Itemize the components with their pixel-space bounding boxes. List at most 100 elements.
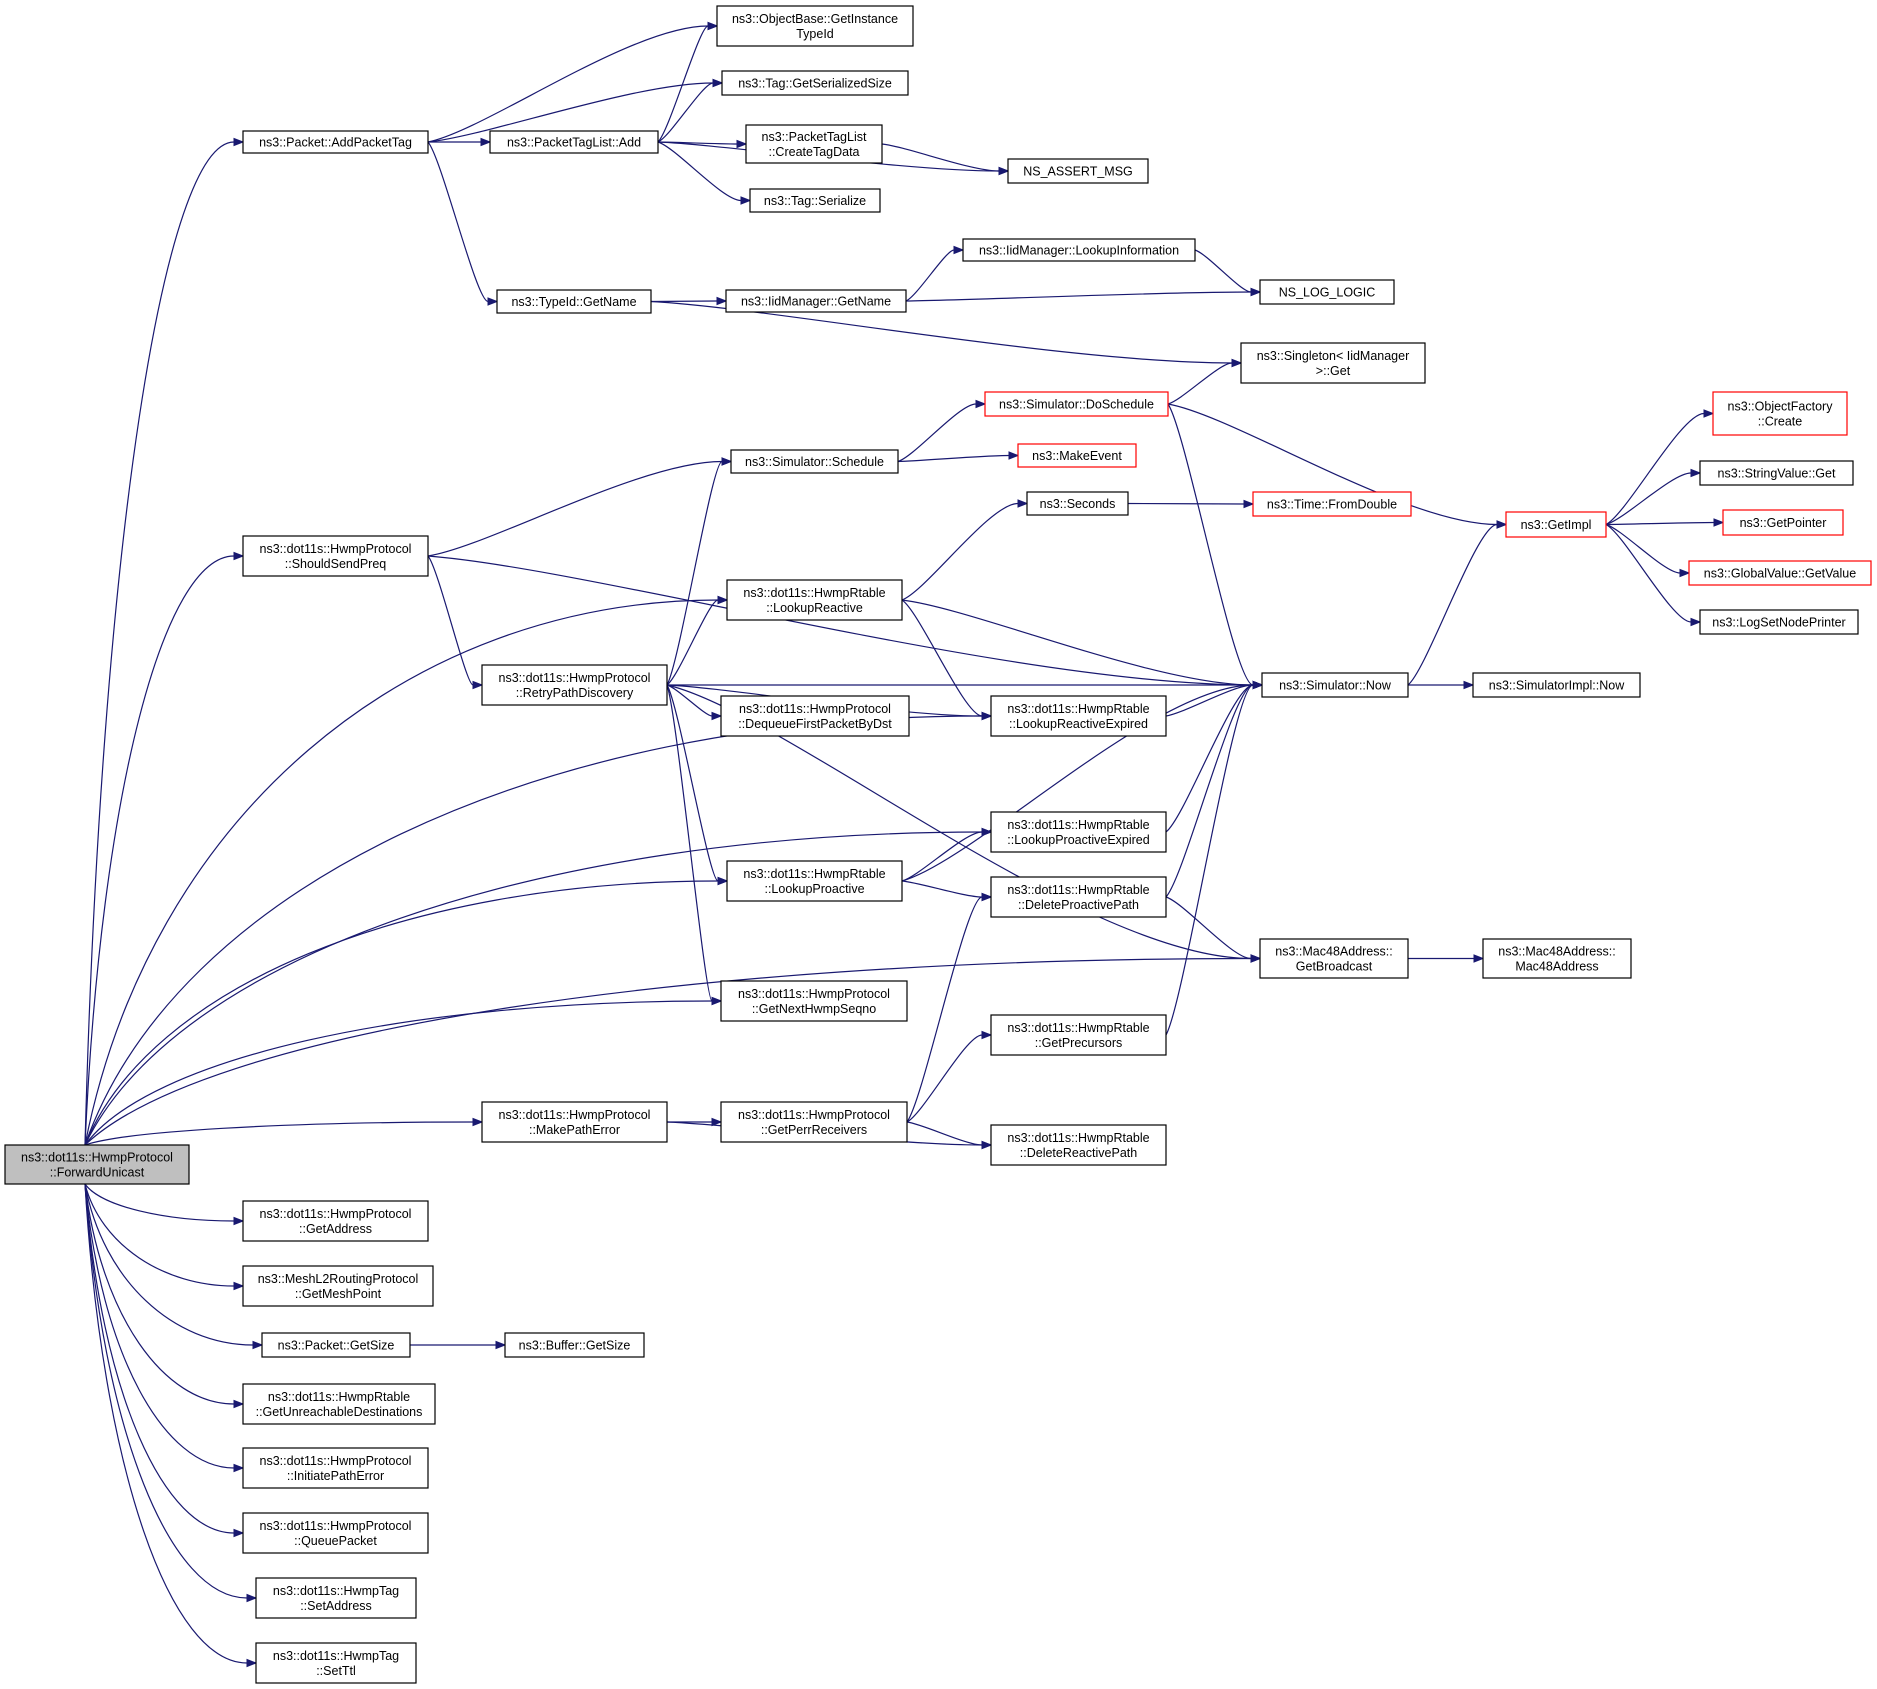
edge-line <box>1194 249 1252 293</box>
node-shouldsend[interactable]: ns3::dot11s::HwmpProtocol::ShouldSendPre… <box>242 535 429 577</box>
edge-line <box>1167 362 1233 405</box>
node-label: ns3::dot11s::HwmpProtocol <box>260 1207 412 1221</box>
edge-line <box>1167 403 1254 686</box>
node-loglogic[interactable]: NS_LOG_LOGIC <box>1259 279 1395 305</box>
node-lookupproexp[interactable]: ns3::dot11s::HwmpRtable::LookupProactive… <box>990 811 1167 853</box>
node-label: ::RetryPathDiscovery <box>516 686 634 700</box>
node-seconds[interactable]: ns3::Seconds <box>1026 491 1129 516</box>
node-tagser[interactable]: ns3::Tag::GetSerializedSize <box>721 70 909 96</box>
node-label: ns3::dot11s::HwmpRtable <box>1007 883 1149 897</box>
edge-typename-iidname <box>650 296 728 306</box>
node-singleton[interactable]: ns3::Singleton< IidManager>::Get <box>1240 342 1426 384</box>
edge-fwd-addpkt <box>84 137 245 1146</box>
node-box <box>990 1124 1167 1166</box>
node-box <box>481 664 668 706</box>
node-box <box>242 1512 429 1554</box>
node-label: ns3::dot11s::HwmpTag <box>273 1584 399 1598</box>
node-setttl[interactable]: ns3::dot11s::HwmpTag::SetTtl <box>255 1642 417 1684</box>
node-box <box>242 1265 434 1307</box>
node-bcast[interactable]: ns3::Mac48Address::GetBroadcast <box>1259 938 1409 979</box>
node-dosched[interactable]: ns3::Simulator::DoSchedule <box>984 391 1169 417</box>
node-initerr[interactable]: ns3::dot11s::HwmpProtocol::InitiatePathE… <box>242 1447 429 1489</box>
node-objfact[interactable]: ns3::ObjectFactory::Create <box>1712 391 1848 436</box>
node-label: >::Get <box>1316 364 1351 378</box>
node-typename[interactable]: ns3::TypeId::GetName <box>496 289 652 314</box>
edge-fwd-shouldsend <box>84 551 245 1146</box>
node-getimpl[interactable]: ns3::GetImpl <box>1505 511 1607 538</box>
edge-retry-nextseq <box>666 684 723 1006</box>
node-label: ns3::GlobalValue::GetValue <box>1704 567 1856 581</box>
node-iidname[interactable]: ns3::IidManager::GetName <box>725 289 907 313</box>
node-precursors[interactable]: ns3::dot11s::HwmpRtable::GetPrecursors <box>990 1014 1167 1056</box>
edge-shouldsend-schedule <box>427 457 733 557</box>
edge-line <box>1407 523 1498 686</box>
edge-line <box>666 684 713 717</box>
node-setaddr[interactable]: ns3::dot11s::HwmpTag::SetAddress <box>255 1577 417 1619</box>
node-nextseq[interactable]: ns3::dot11s::HwmpProtocol::GetNextHwmpSe… <box>720 980 908 1022</box>
node-makeerr[interactable]: ns3::dot11s::HwmpProtocol::MakePathError <box>481 1101 668 1143</box>
edge-arrowhead <box>717 876 729 886</box>
node-label: ns3::dot11s::HwmpTag <box>273 1649 399 1663</box>
node-makeevent[interactable]: ns3::MakeEvent <box>1017 443 1137 468</box>
node-label: NS_LOG_LOGIC <box>1279 286 1376 300</box>
edge-arrowhead <box>1250 287 1262 297</box>
node-getaddr[interactable]: ns3::dot11s::HwmpProtocol::GetAddress <box>242 1200 429 1242</box>
node-lookuppro[interactable]: ns3::dot11s::HwmpRtable::LookupProactive <box>726 860 903 902</box>
node-delreact[interactable]: ns3::dot11s::HwmpRtable::DeleteReactiveP… <box>990 1124 1167 1166</box>
node-label: ::DeleteProactivePath <box>1018 898 1139 912</box>
node-pktsize[interactable]: ns3::Packet::GetSize <box>261 1332 411 1358</box>
edge-arrowhead <box>495 1340 507 1350</box>
node-label: ns3::dot11s::HwmpProtocol <box>499 671 651 685</box>
node-label: ns3::MakeEvent <box>1032 449 1122 463</box>
edge-fwd-meshpoint <box>84 1183 245 1291</box>
edge-line <box>901 502 1019 601</box>
edge-line <box>1605 521 1715 526</box>
node-box <box>504 1332 645 1358</box>
edge-perr-precursors <box>906 1030 993 1123</box>
edge-addpkt-getinst <box>427 21 719 143</box>
node-tagserialize[interactable]: ns3::Tag::Serialize <box>749 188 881 213</box>
node-getpointer[interactable]: ns3::GetPointer <box>1722 509 1844 536</box>
node-meshpoint[interactable]: ns3::MeshL2RoutingProtocol::GetMeshPoint <box>242 1265 434 1307</box>
node-box <box>1472 672 1641 698</box>
edge-dosched-now <box>1167 403 1264 690</box>
node-label: ::LookupReactiveExpired <box>1009 717 1148 731</box>
edge-line <box>897 454 1010 463</box>
node-lognode[interactable]: ns3::LogSetNodePrinter <box>1699 609 1859 635</box>
node-mac48[interactable]: ns3::Mac48Address::Mac48Address <box>1482 938 1632 979</box>
edge-line <box>427 555 1254 686</box>
edge-now-getimpl <box>1407 520 1508 686</box>
node-dequeue[interactable]: ns3::dot11s::HwmpProtocol::DequeueFirstP… <box>720 695 910 737</box>
node-schedule[interactable]: ns3::Simulator::Schedule <box>730 449 899 474</box>
node-label: ::DequeueFirstPacketByDst <box>738 717 892 731</box>
node-lookupinfo[interactable]: ns3::IidManager::LookupInformation <box>962 238 1196 262</box>
node-delpro[interactable]: ns3::dot11s::HwmpRtable::DeleteProactive… <box>990 876 1167 918</box>
node-globalval[interactable]: ns3::GlobalValue::GetValue <box>1688 560 1872 586</box>
node-implnow[interactable]: ns3::SimulatorImpl::Now <box>1472 672 1641 698</box>
node-stringget[interactable]: ns3::StringValue::Get <box>1699 460 1854 486</box>
node-assert[interactable]: NS_ASSERT_MSG <box>1007 158 1149 184</box>
node-lookupreactive[interactable]: ns3::dot11s::HwmpRtable::LookupReactive <box>726 579 903 621</box>
edge-arrowhead <box>981 711 993 721</box>
node-fromdouble[interactable]: ns3::Time::FromDouble <box>1252 491 1412 517</box>
edge-fwd-pktsize <box>84 1183 264 1350</box>
edge-line <box>84 555 235 1146</box>
node-now[interactable]: ns3::Simulator::Now <box>1261 672 1409 698</box>
node-retry[interactable]: ns3::dot11s::HwmpProtocol::RetryPathDisc… <box>481 664 668 706</box>
node-perr[interactable]: ns3::dot11s::HwmpProtocol::GetPerrReceiv… <box>720 1101 908 1143</box>
node-ptlcreate[interactable]: ns3::PacketTagList::CreateTagData <box>745 124 883 164</box>
edge-line <box>666 460 723 686</box>
node-queue[interactable]: ns3::dot11s::HwmpProtocol::QueuePacket <box>242 1512 429 1554</box>
node-bufsize[interactable]: ns3::Buffer::GetSize <box>504 1332 645 1358</box>
edge-pktsize-bufsize <box>409 1340 507 1350</box>
edge-line <box>84 1183 248 1599</box>
edge-schedule-dosched <box>897 399 987 463</box>
node-lookupreactexp[interactable]: ns3::dot11s::HwmpRtable::LookupReactiveE… <box>990 695 1167 737</box>
node-addpkt[interactable]: ns3::Packet::AddPacketTag <box>242 130 429 154</box>
node-box <box>726 579 903 621</box>
node-unreach[interactable]: ns3::dot11s::HwmpRtable::GetUnreachableD… <box>242 1383 436 1425</box>
node-ptladd[interactable]: ns3::PacketTagList::Add <box>489 130 659 154</box>
edge-arrowhead <box>1713 518 1725 527</box>
node-label: ns3::dot11s::HwmpRtable <box>1007 818 1149 832</box>
